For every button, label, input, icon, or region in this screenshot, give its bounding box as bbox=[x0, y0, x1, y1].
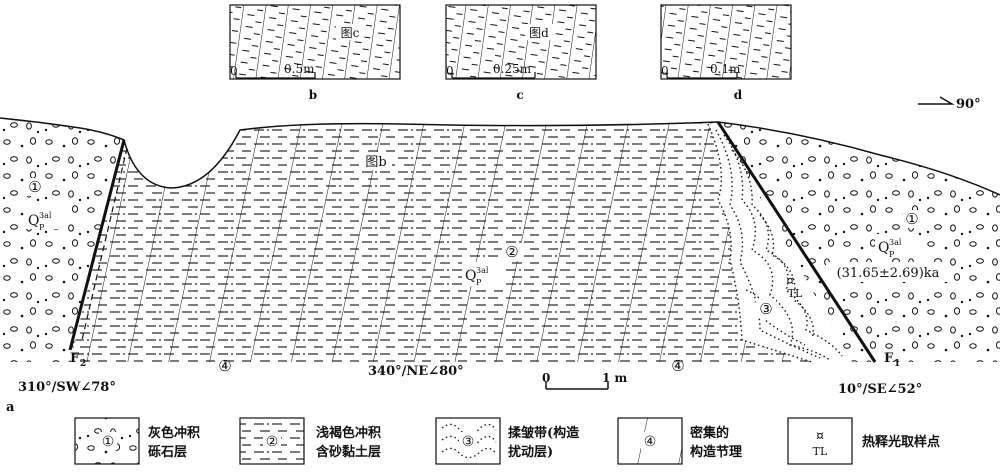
cross-section bbox=[0, 117, 1000, 363]
inset-d-scale-start: 0 bbox=[661, 64, 669, 78]
unit4-left-marker: ④ bbox=[218, 357, 231, 375]
svg-text:P: P bbox=[39, 223, 45, 232]
panel-label-a: a bbox=[6, 400, 15, 415]
q-label-left: Q P 3al bbox=[28, 211, 52, 232]
svg-text:F: F bbox=[884, 351, 894, 366]
inset-b-caption: b bbox=[309, 88, 317, 102]
tl-sample-point: ¤ TL bbox=[786, 274, 803, 300]
tl-legend-icon: ¤ bbox=[816, 429, 824, 444]
q-label-center: Q P 3al bbox=[465, 266, 489, 287]
svg-text:③: ③ bbox=[462, 434, 475, 450]
q-label-right: Q P 3al bbox=[878, 238, 902, 259]
svg-text:砾石层: 砾石层 bbox=[148, 444, 187, 460]
svg-text:扰动层): 扰动层) bbox=[508, 444, 553, 460]
svg-text:浅褐色冲积: 浅褐色冲积 bbox=[316, 425, 381, 441]
inset-d-scale-end: 0.1m bbox=[710, 62, 741, 76]
fault-f2-dashed bbox=[81, 147, 128, 341]
svg-text:TL: TL bbox=[813, 445, 828, 458]
orientation-label: 90° bbox=[956, 97, 981, 112]
legend-item-clay: ② 浅褐色冲积 含砂黏土层 bbox=[239, 417, 381, 465]
attitude-bed: 340°/NE∠80° bbox=[368, 364, 464, 379]
svg-text:0: 0 bbox=[542, 371, 550, 385]
svg-text:热释光取样点: 热释光取样点 bbox=[862, 434, 940, 450]
tl-sample-text: TL bbox=[788, 287, 803, 300]
inset-b-figure-label: 图c bbox=[341, 26, 360, 40]
attitude-f2: 310°/SW∠78° bbox=[18, 380, 116, 395]
inset-b-scale-start: 0 bbox=[230, 64, 238, 78]
legend-item-gravel: ① 灰色冲积 砾石层 bbox=[74, 417, 200, 465]
svg-text:②: ② bbox=[266, 434, 279, 450]
unit1-right-marker: ① bbox=[905, 210, 918, 228]
fault-f1-label: F 1 bbox=[884, 351, 900, 369]
svg-text:密集的: 密集的 bbox=[689, 425, 729, 441]
svg-text:构造节理: 构造节理 bbox=[690, 444, 742, 460]
inset-figure-c: 图d 0 0.25m c bbox=[445, 4, 597, 102]
figure-b-label: 图b bbox=[365, 155, 386, 170]
inset-c-scale-end: 0.25m bbox=[493, 62, 532, 76]
svg-text:1 m: 1 m bbox=[602, 371, 628, 385]
svg-text:④: ④ bbox=[644, 434, 657, 450]
fault-f2-label: F 2 bbox=[70, 351, 86, 369]
svg-text:Q: Q bbox=[878, 240, 889, 256]
unit3-fold-zone bbox=[707, 122, 852, 363]
attitude-f1: 10°/SE∠52° bbox=[838, 382, 922, 397]
fault-f2 bbox=[68, 139, 126, 351]
tl-age: (31.65±2.69)ka bbox=[837, 266, 940, 281]
unit3-marker: ③ bbox=[759, 300, 772, 318]
inset-c-frame bbox=[445, 4, 597, 80]
inset-d-frame bbox=[660, 4, 792, 80]
svg-text:灰色冲积: 灰色冲积 bbox=[148, 425, 200, 441]
legend-item-joints: ④ 密集的 构造节理 bbox=[617, 417, 742, 465]
tl-sample-icon: ¤ bbox=[786, 274, 794, 289]
svg-text:3al: 3al bbox=[476, 266, 489, 275]
svg-text:P: P bbox=[889, 250, 895, 259]
svg-text:F: F bbox=[70, 351, 80, 366]
inset-d-caption: d bbox=[734, 88, 743, 102]
svg-text:2: 2 bbox=[80, 359, 86, 369]
orientation-arrow-icon bbox=[918, 96, 955, 105]
legend-item-fold-zone: ③ 揉皱带(构造 扰动层) bbox=[435, 417, 580, 465]
svg-text:1: 1 bbox=[894, 359, 900, 369]
unit4-right-marker: ④ bbox=[671, 357, 684, 375]
svg-text:揉皱带(构造: 揉皱带(构造 bbox=[508, 425, 580, 441]
svg-text:①: ① bbox=[102, 434, 115, 450]
svg-text:含砂黏土层: 含砂黏土层 bbox=[315, 444, 381, 460]
ground-surface bbox=[0, 117, 1000, 196]
inset-b-scale-end: 0.5m bbox=[284, 62, 315, 76]
inset-c-scale-start: 0 bbox=[446, 64, 454, 78]
inset-figure-d: 0 0.1m d bbox=[660, 4, 792, 102]
legend-item-tl-sample: ¤ TL 热释光取样点 bbox=[787, 417, 940, 465]
orientation-arrow: 90° bbox=[918, 96, 981, 112]
svg-text:Q: Q bbox=[28, 213, 39, 229]
fault-f1 bbox=[716, 121, 877, 363]
unit1-left-marker: ① bbox=[28, 178, 41, 196]
section-scale-bar: 0 1 m bbox=[542, 371, 628, 390]
inset-figure-b: 图c 0 0.5m b bbox=[229, 4, 401, 102]
svg-text:P: P bbox=[476, 278, 482, 287]
inset-b-label-bg bbox=[336, 24, 364, 40]
inset-c-label-bg bbox=[525, 24, 553, 40]
legend: ① 灰色冲积 砾石层 ② 浅褐色冲积 含砂黏土层 ③ 揉皱带(构造 扰动层) ④… bbox=[74, 417, 940, 465]
inset-b-frame bbox=[229, 4, 401, 80]
inset-c-caption: c bbox=[516, 88, 523, 102]
svg-text:3al: 3al bbox=[39, 211, 52, 220]
svg-text:3al: 3al bbox=[889, 238, 902, 247]
svg-text:Q: Q bbox=[465, 268, 476, 284]
unit2-marker: ② bbox=[505, 243, 518, 261]
inset-c-figure-label: 图d bbox=[529, 26, 549, 40]
